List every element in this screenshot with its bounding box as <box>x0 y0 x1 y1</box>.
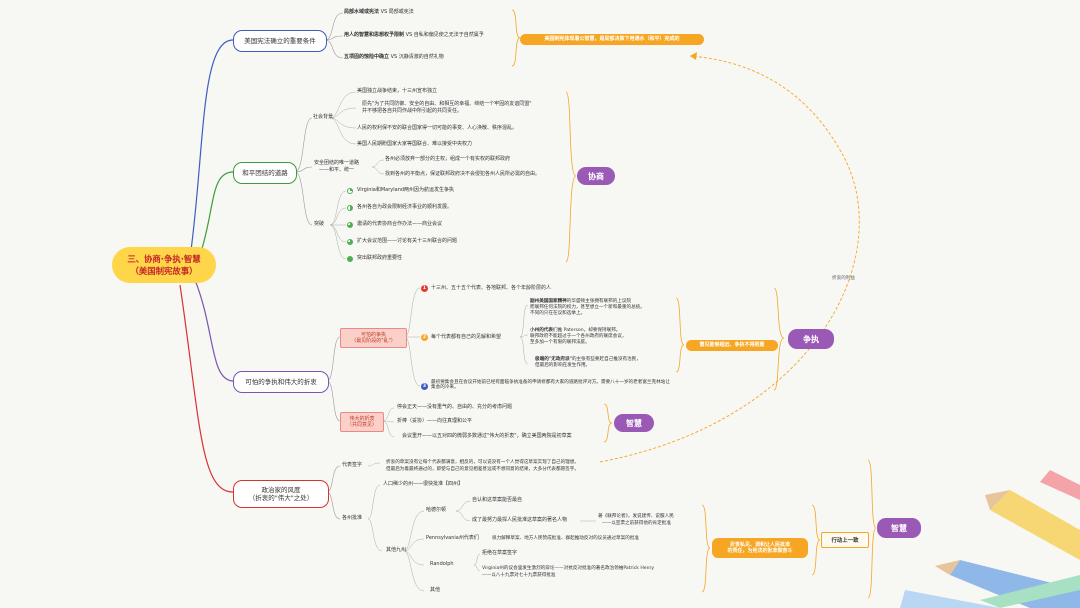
step-item: 突出联邦政府重要性 <box>357 255 403 261</box>
side-line: 小州的代表们推 Paterson，却要保持联邦。 <box>530 328 621 333</box>
compromise-item: 折棒（妥协）——向往真理和公平 <box>397 418 473 424</box>
social-item: 原先"为了共同防御、安全的自由、和相互的幸福、缔结一个牢固的友谊同盟" <box>362 101 532 107</box>
number-3-icon: 3 <box>421 383 428 390</box>
side-line: 极端的"无政府派"的主张有些要赶自己推没有治民， <box>535 357 641 362</box>
nine-states-label: 其他九州 <box>386 547 407 553</box>
root-subtitle: （美国制宪故事） <box>130 266 198 276</box>
badge-text: 智慧 <box>626 418 642 428</box>
branch-constitution-conditions[interactable]: 美国宪法确立的重要条件 <box>233 30 327 52</box>
compromise-item: 会议重开——以五对四的微弱多数通过"伟大的折衷"，确立美国两院是初草案 <box>402 433 572 439</box>
progress-half-icon <box>347 205 353 211</box>
sub-subtitle: （最见阶段的"乱"） <box>351 338 396 344</box>
root-title: 三、协商·争执·智慧 <box>127 254 201 264</box>
states-label: 各州批准 <box>342 515 363 521</box>
state-quote: 著《联邦论者》，发说建传、说服人民 <box>598 514 674 519</box>
branch-label: 可怕的争执和伟大的折衷 <box>245 377 317 386</box>
signers-text: 折衷的草案没有让每个代表都满意，相反的，可以说没有一个人觉得这草案实现了自己的理… <box>386 460 579 465</box>
side-line: 但最后的影响在发生作用。 <box>535 363 591 368</box>
state-other: 其他 <box>430 587 441 593</box>
branch-sublabel: （折衷的"伟大"之处） <box>248 494 314 502</box>
side-line: 不同的只在在议和选举上。 <box>530 311 586 316</box>
dispute-point-2: 每个代表都有自己的见解和希望 <box>431 334 502 340</box>
side-line: 副州美国国家精神的华盛顿主张拥有联邦的上议院 <box>530 299 632 304</box>
summary-dispute[interactable]: 需见能够超远、争执不得则重 <box>686 340 778 351</box>
branch-statesman-demeanor[interactable]: 政治家的风度 （折衷的"伟大"之处） <box>233 480 329 508</box>
progress-quarter-icon <box>347 188 353 194</box>
step-item: 扩大会议范围——讨论有关十三州联合的问题 <box>357 238 458 244</box>
side-line: 联邦政府不能超过于一个各州政府的联席会议， <box>530 334 627 339</box>
safety-item: 找到各州的平衡点，保证联邦政府决不会侵犯各州人民所必需的自由。 <box>385 171 541 177</box>
social-background-label: 社会背景 <box>313 114 334 120</box>
condition-item-1: 局部水域或宪法 VS 局部或宪法 <box>344 9 414 15</box>
social-item: 人民的权利保不安的联合国家得一切可能的事变、人心涣散、秩序混乱。 <box>357 125 518 131</box>
number-2-icon: 2 <box>421 334 428 341</box>
state-quote: ——以宣票之前获得他的肯定批准 <box>602 521 671 526</box>
step-item: Virginia和Maryland两州因为航运发生争执 <box>357 187 455 193</box>
sub-title: 伟大的折衷 <box>349 415 375 422</box>
badge-text: 协商 <box>588 171 604 181</box>
signers-label: 代表签字 <box>342 462 363 468</box>
root-topic[interactable]: 三、协商·争执·智慧 （美国制宪故事） <box>112 247 216 283</box>
progress-full-icon <box>347 256 353 262</box>
step-item: 各州各自为政会限制经济事业的顺利发展。 <box>357 204 453 210</box>
summary-text: 美国制宪体现着公智慧，是局部决策下用通水（和平）完成的 <box>544 36 680 43</box>
dispute-point-1: 十三州、五十五个代表、各地联邦、各个年龄阶层的人 <box>431 285 552 291</box>
branch-label: 政治家的风度 <box>261 485 301 494</box>
badge-wisdom[interactable]: 智慧 <box>614 414 654 432</box>
dispute-point-3: 最初要集会且在会议开始前已经有面临争执准备的申请修都有大家的道路批评对方。需要八… <box>431 380 670 391</box>
signers-text: 但最后为着最终通过的，即使与自己的意见相差甚远或不想同意的结果，大多分代表都愿签… <box>386 467 579 472</box>
social-item: 美国人民期盼国家大家等国联合、难以接受中央权力 <box>357 141 473 147</box>
progress-three-quarter-icon <box>347 222 353 228</box>
safety-item: 各州必须放弃一部分的主权，组成一个有实权的联邦政府 <box>385 156 511 162</box>
sub-subtitle: （共同意见） <box>346 422 377 428</box>
dashed-link-label: 折衷的利益 <box>832 276 855 281</box>
summary-statesman[interactable]: 折衷私见、调和让人民批准 的责任，为宪法的批准做奋斗 <box>712 538 808 558</box>
step-item: 邀请的代表协商合作办法——商业会议 <box>357 221 443 227</box>
summary-text: 折衷私见、调和让人民批准 <box>729 541 790 548</box>
sub-title: 可怕的争执 <box>360 331 386 338</box>
small-states-item: 人口稀少的州——很快批准【四州】 <box>383 481 464 487</box>
number-1-icon: 1 <box>421 285 428 292</box>
summary-text: 的责任，为宪法的批准做奋斗 <box>727 548 793 554</box>
state-detail: ——以八十九票对七十九票获得批准 <box>482 573 556 578</box>
safety-road-label: 安全团结的唯一道路 <box>314 160 360 166</box>
sub-terrible-dispute[interactable]: 可怕的争执 （最见阶段的"乱"） <box>340 328 407 348</box>
compromise-item: 停会正天——没有重气的、自由的、充分的考虑问题 <box>397 404 513 410</box>
state-detail: 自认和这草案能否最自 <box>472 497 523 503</box>
progress-three-quarter-icon <box>347 239 353 245</box>
state-randolph: Randolph <box>430 561 454 567</box>
badge-dispute[interactable]: 争执 <box>788 329 834 349</box>
side-line: 而联邦任何法院的权力，甚至想立一个新和最重的总统。 <box>530 305 645 310</box>
breakthrough-label: 突破 <box>314 221 325 227</box>
social-item: 并不够把各自共同作战中所引起的共同责任。 <box>362 108 463 114</box>
badge-text: 争执 <box>803 334 819 344</box>
branch-peaceful-road[interactable]: 和平团结的道路 <box>233 162 297 184</box>
badge-wisdom-final[interactable]: 智慧 <box>877 518 921 538</box>
state-massachusetts: 哈德尔顿 <box>426 507 447 513</box>
action-text: 行动上一致 <box>831 538 859 544</box>
action-unity[interactable]: 行动上一致 <box>821 532 869 548</box>
branch-dispute-compromise[interactable]: 可怕的争执和伟大的折衷 <box>233 371 329 393</box>
side-line: 至多加一个有限的联邦法庭。 <box>530 340 590 345</box>
state-pennsylvania: Pennsylvania州代表们 <box>426 535 479 541</box>
condition-item-3: 五项固的惊险中确立 VS 沉静清澈的自然礼物 <box>344 54 444 60</box>
badge-negotiation[interactable]: 协商 <box>577 167 615 185</box>
badge-text: 智慧 <box>891 523 907 533</box>
state-detail: 很力解释草案、地方人民赞成批准、群起推动反对的议员通过草案的批准 <box>492 536 640 541</box>
sub-great-compromise[interactable]: 伟大的折衷 （共同意见） <box>340 412 384 432</box>
branch-label: 和平团结的道路 <box>242 168 288 177</box>
summary-conditions[interactable]: 美国制宪体现着公智慧，是局部决策下用通水（和平）完成的 <box>520 34 704 45</box>
state-detail: 拒绝在草案签字 <box>482 550 518 556</box>
summary-text: 需见能够超远、争执不得则重 <box>699 342 765 349</box>
safety-road-sublabel: ——和平、统一 <box>319 167 355 173</box>
state-detail: Virginia州的议会里发生激烈的辩论——对抗反对批准的著名政治领袖Patri… <box>482 566 655 571</box>
branch-label: 美国宪法确立的重要条件 <box>244 36 316 45</box>
social-item: 美国独立战争结束，十三州宣布独立 <box>357 88 438 94</box>
state-detail: 成了最努力最捍人民批准这草案的著名人物 <box>472 517 568 523</box>
condition-item-2: 用人的智慧和思想权予限制 VS 自私和偏见使之无法于自然属予 <box>344 32 484 38</box>
